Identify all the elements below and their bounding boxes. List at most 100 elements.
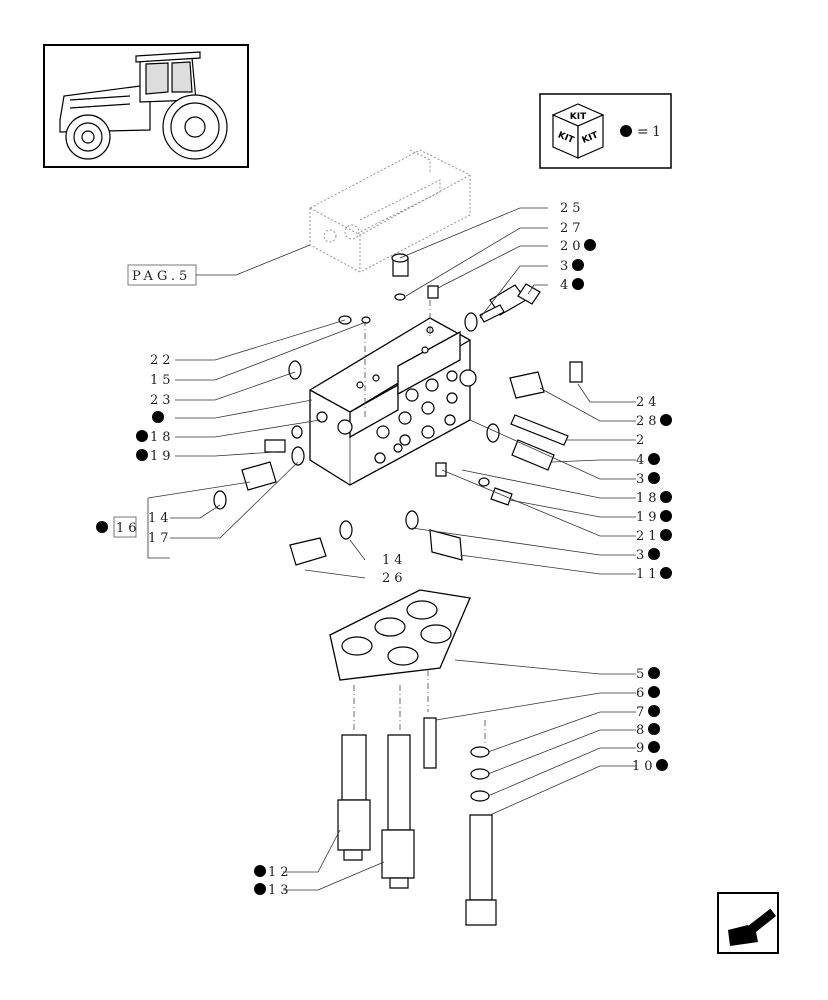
- tractor-thumbnail[interactable]: [43, 44, 249, 168]
- kit-bullet-icon: [572, 278, 584, 290]
- callout-number: 14: [382, 553, 407, 568]
- kit-bullet-icon: [660, 491, 672, 503]
- callout-3[interactable]: 3: [636, 548, 660, 563]
- callout-14[interactable]: 14: [382, 553, 407, 568]
- kit-bullet-icon: [572, 259, 584, 271]
- boxed-callout-text: 16: [116, 521, 141, 536]
- callout-number: 18: [150, 430, 175, 445]
- page-reference-box[interactable]: PAG.5: [127, 264, 197, 286]
- kit-bullet-icon: [648, 453, 660, 465]
- callout-number: 2: [636, 433, 648, 448]
- callout-14[interactable]: 14: [148, 511, 173, 526]
- kit-bullet-icon: [96, 521, 108, 533]
- boxed-callout-16[interactable]: 16: [96, 516, 141, 538]
- kit-bullet-icon: [648, 472, 660, 484]
- valve-plate: [329, 589, 471, 681]
- callout-11[interactable]: 11: [636, 567, 672, 582]
- kit-bullet-icon: [648, 723, 660, 735]
- callout-18[interactable]: 18: [636, 491, 672, 506]
- upper-small-parts: [288, 253, 583, 399]
- kit-bullet-icon: [620, 125, 632, 137]
- callout-5[interactable]: 5: [636, 667, 660, 682]
- callout-8[interactable]: 8: [636, 723, 660, 738]
- callout-number: 5: [636, 667, 648, 682]
- callout-number: 13: [268, 883, 293, 898]
- callout-19[interactable]: 19: [636, 510, 672, 525]
- callout-number: 4: [636, 453, 648, 468]
- callout-number: 24: [636, 395, 661, 410]
- kit-equals: =: [637, 124, 649, 140]
- callout-number: 9: [636, 741, 648, 756]
- callout-12[interactable]: 12: [254, 865, 293, 880]
- callout-3[interactable]: 3: [560, 259, 584, 274]
- callout-22[interactable]: 22: [150, 353, 175, 368]
- callout-number: 17: [148, 531, 173, 546]
- callout-2[interactable]: 2: [636, 433, 648, 448]
- kit-bullet-icon: [584, 239, 596, 251]
- callout-6[interactable]: 6: [636, 686, 660, 701]
- callout-number: 7: [636, 705, 648, 720]
- callout-number: 10: [632, 759, 657, 774]
- kit-bullet-icon: [660, 414, 672, 426]
- left-side-fittings: [213, 425, 353, 566]
- callout-28[interactable]: 28: [636, 414, 672, 429]
- callout-10[interactable]: 10: [632, 759, 668, 774]
- callout-20[interactable]: 20: [560, 239, 596, 254]
- kit-bullet-icon: [648, 548, 660, 560]
- callout-18[interactable]: 18: [136, 430, 175, 445]
- callout-4[interactable]: 4: [636, 453, 660, 468]
- callout-number: 19: [636, 510, 661, 525]
- kit-bullet-icon: [656, 759, 668, 771]
- callout-27[interactable]: 27: [560, 221, 585, 236]
- kit-bullet-icon: [254, 883, 266, 895]
- callout-number: 18: [636, 491, 661, 506]
- kit-bullet-icon: [136, 430, 148, 442]
- callout-number: 3: [636, 548, 648, 563]
- callout-number: 3: [560, 259, 572, 274]
- callout-number: 8: [636, 723, 648, 738]
- callout-21[interactable]: 21: [636, 529, 672, 544]
- previous-page-arrow-icon[interactable]: [717, 892, 779, 954]
- callout-number: 23: [150, 393, 175, 408]
- callout-labels: 2527203422152318191417142624282431819213…: [136, 201, 672, 898]
- kit-bullet-icon: [648, 667, 660, 679]
- callout-7[interactable]: 7: [636, 705, 660, 720]
- callout-number: 4: [560, 278, 572, 293]
- callout-25[interactable]: 25: [560, 201, 585, 216]
- callout-17[interactable]: 17: [148, 531, 173, 546]
- callout-number: 15: [150, 373, 175, 388]
- callout-24[interactable]: 24: [636, 395, 661, 410]
- callout-bullet[interactable]: [152, 411, 164, 423]
- valve-block: [309, 300, 477, 486]
- callout-number: 19: [150, 449, 175, 464]
- callout-19[interactable]: 19: [136, 449, 175, 464]
- callout-number: 27: [560, 221, 585, 236]
- kit-legend: KIT KIT KIT = 1: [539, 93, 672, 169]
- callout-3[interactable]: 3: [636, 472, 660, 487]
- kit-quantity: 1: [652, 124, 661, 140]
- kit-cube-icon: [551, 103, 605, 159]
- kit-bullet-icon: [660, 567, 672, 579]
- callout-number: 14: [148, 511, 173, 526]
- callout-4[interactable]: 4: [560, 278, 584, 293]
- callout-number: 20: [560, 239, 585, 254]
- callout-number: 3: [636, 472, 648, 487]
- leader-lines: [147, 207, 636, 891]
- callout-number: 28: [636, 414, 661, 429]
- callout-number: 12: [268, 865, 293, 880]
- callout-number: 11: [636, 567, 661, 582]
- callout-13[interactable]: 13: [254, 883, 293, 898]
- callout-number: 21: [636, 529, 661, 544]
- spools-and-seals: [337, 670, 497, 926]
- callout-26[interactable]: 26: [382, 571, 407, 586]
- kit-bullet-icon: [660, 510, 672, 522]
- callout-23[interactable]: 23: [150, 393, 175, 408]
- callout-15[interactable]: 15: [150, 373, 175, 388]
- callout-number: 25: [560, 201, 585, 216]
- callout-9[interactable]: 9: [636, 741, 660, 756]
- callout-number: 6: [636, 686, 648, 701]
- kit-label-top: KIT: [570, 112, 587, 122]
- kit-bullet-icon: [648, 741, 660, 753]
